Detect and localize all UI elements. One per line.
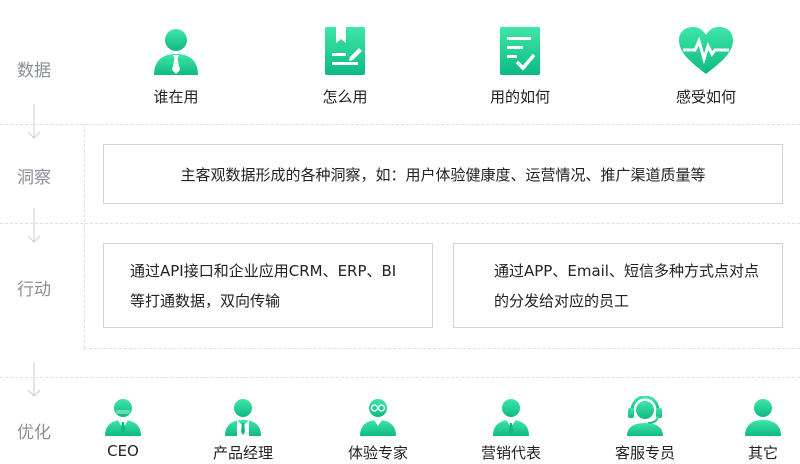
stage-label-action: 行动 [17,280,51,300]
data-item-label: 用的如何 [489,88,550,106]
section-divider [0,223,800,224]
data-item-label: 怎么用 [322,88,368,106]
checklist-icon [500,27,540,75]
data-item-who: 谁在用 [106,26,246,107]
stage-label-optimize: 优化 [17,423,51,443]
data-item-label: 谁在用 [153,88,199,106]
heart-pulse-icon [679,27,733,74]
down-arrow-icon [27,208,41,243]
role-label: 产品经理 [212,444,273,462]
role-product-manager: 产品经理 [198,396,288,463]
action-box-notify: 通过APP、Email、短信多种方式点对点的分发给对应的员工 [453,243,783,328]
role-marketing-rep: 营销代表 [466,396,556,463]
data-item-usage: 用的如何 [450,26,590,107]
stage-label-data: 数据 [17,61,51,81]
customer-service-icon [627,396,663,436]
action-api-text: 通过API接口和企业应用CRM、ERP、BI等打通数据，双向传输 [130,261,397,310]
role-label: 营销代表 [480,444,541,462]
ceo-icon [105,399,141,436]
data-item-how: 怎么用 [275,26,415,107]
product-manager-icon [225,399,261,436]
other-person-icon [745,399,781,436]
role-label: 其它 [747,444,778,462]
role-label: 体验专家 [347,444,408,462]
down-arrow-icon [27,104,41,139]
role-customer-service: 客服专员 [600,396,690,463]
role-ux-expert: 体验专家 [333,396,423,463]
insight-text: 主客观数据形成的各种洞察，如：用户体验健康度、运营情况、推广渠道质量等 [180,165,706,184]
marketing-rep-icon [493,399,529,436]
role-label: CEO [107,442,139,460]
action-box-api: 通过API接口和企业应用CRM、ERP、BI等打通数据，双向传输 [103,243,433,328]
section-divider [0,124,800,125]
role-ceo: CEO [78,396,168,460]
section-divider [0,377,800,378]
data-item-label: 感受如何 [675,88,736,106]
down-arrow-icon [27,362,41,397]
bookmark-document-icon [325,27,365,75]
section-divider [84,348,800,349]
role-other: 其它 [718,396,800,463]
section-divider-vertical [84,124,85,348]
data-item-feeling: 感受如何 [636,26,776,107]
role-label: 客服专员 [614,444,675,462]
stage-label-insight: 洞察 [17,168,51,188]
ux-expert-icon [360,399,396,436]
user-icon [154,29,198,75]
action-notify-text: 通过APP、Email、短信多种方式点对点的分发给对应的员工 [494,261,759,310]
insight-box: 主客观数据形成的各种洞察，如：用户体验健康度、运营情况、推广渠道质量等 [103,144,783,204]
